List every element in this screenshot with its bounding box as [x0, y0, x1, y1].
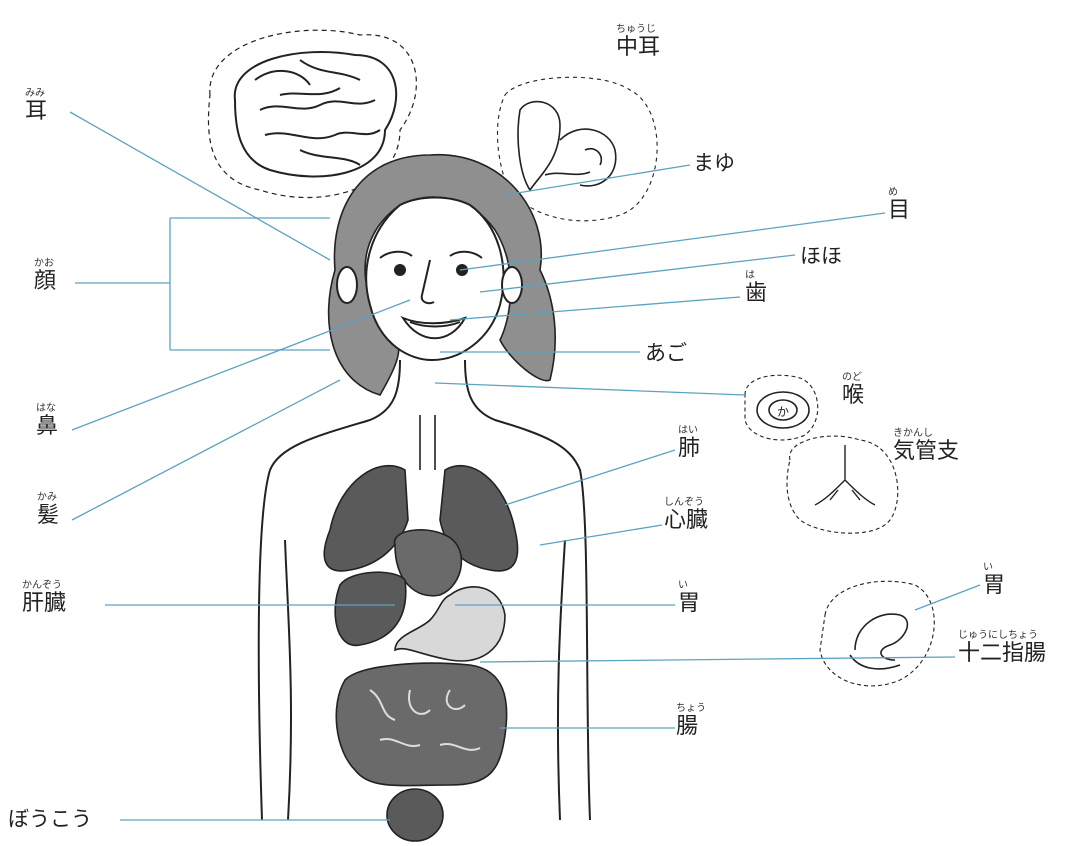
label-ear-reading: みみ	[25, 88, 47, 99]
label-eye-reading: め	[888, 187, 910, 198]
label-throat-reading: のど	[842, 372, 864, 383]
label-jaw: あご	[645, 340, 687, 366]
label-stomach-detail: い 胃	[983, 562, 1005, 599]
label-middle-ear-reading: ちゅうじ	[616, 24, 660, 35]
label-cheek: ほほ	[800, 243, 842, 269]
label-stomach-detail-reading: い	[983, 562, 1005, 573]
label-stomach-reading: い	[678, 580, 700, 591]
label-ear: みみ 耳	[25, 88, 47, 125]
label-jaw-text: あご	[645, 340, 687, 366]
label-liver-reading: かんぞう	[22, 580, 66, 591]
label-lungs: はい 肺	[678, 425, 700, 462]
label-hair: かみ 髪	[37, 492, 59, 529]
label-hair-reading: かみ	[37, 492, 59, 503]
label-eye: め 目	[888, 187, 910, 224]
label-liver: かんぞう 肝臓	[22, 580, 66, 617]
label-liver-text: 肝臓	[22, 591, 66, 617]
label-heart-text: 心臓	[664, 508, 708, 534]
label-bladder-text: ぼうこう	[8, 806, 92, 832]
label-nose-text: 鼻	[36, 414, 58, 440]
label-face-reading: かお	[34, 258, 56, 269]
label-hair-text: 髪	[37, 503, 59, 529]
throat-illustration: か	[745, 375, 818, 440]
label-stomach-text: 胃	[678, 591, 700, 617]
label-throat: のど 喉	[842, 372, 864, 409]
label-lungs-reading: はい	[678, 425, 700, 436]
label-heart-reading: しんぞう	[664, 497, 708, 508]
label-middle-ear: ちゅうじ 中耳	[616, 24, 660, 61]
label-bronchi: きかんし 気管支	[893, 428, 959, 465]
label-intestine-text: 腸	[676, 714, 706, 740]
label-duodenum: じゅうにしちょう 十二指腸	[958, 630, 1046, 667]
label-tooth-reading: は	[745, 270, 767, 281]
bronchi-illustration	[787, 436, 898, 533]
label-heart: しんぞう 心臓	[664, 497, 708, 534]
organs	[324, 415, 517, 841]
label-stomach: い 胃	[678, 580, 700, 617]
label-bladder: ぼうこう	[8, 806, 92, 832]
label-ear-text: 耳	[25, 99, 47, 125]
label-bronchi-reading: きかんし	[893, 428, 959, 439]
label-stomach-detail-text: 胃	[983, 573, 1005, 599]
label-duodenum-text: 十二指腸	[958, 641, 1046, 667]
label-eye-text: 目	[888, 198, 910, 224]
label-bronchi-text: 気管支	[893, 439, 959, 465]
label-duodenum-reading: じゅうにしちょう	[958, 630, 1046, 641]
label-intestine: ちょう 腸	[676, 703, 706, 740]
label-lungs-text: 肺	[678, 436, 700, 462]
label-eyebrow-text: まゆ	[693, 150, 735, 176]
label-nose-reading: はな	[36, 403, 58, 414]
svg-text:か: か	[777, 405, 789, 419]
label-intestine-reading: ちょう	[676, 703, 706, 714]
duodenum-illustration	[820, 581, 934, 686]
trachea	[420, 415, 435, 470]
label-cheek-text: ほほ	[800, 243, 842, 269]
liver	[335, 572, 406, 645]
stomach	[395, 587, 505, 661]
intestines	[336, 663, 506, 785]
label-face-text: 顔	[34, 269, 56, 295]
label-face: かお 顔	[34, 258, 56, 295]
label-eyebrow: まゆ	[693, 150, 735, 176]
label-throat-text: 喉	[842, 383, 864, 409]
label-middle-ear-text: 中耳	[616, 35, 660, 61]
bladder	[387, 789, 443, 841]
label-nose: はな 鼻	[36, 403, 58, 440]
label-tooth: は 歯	[745, 270, 767, 307]
label-tooth-text: 歯	[745, 281, 767, 307]
